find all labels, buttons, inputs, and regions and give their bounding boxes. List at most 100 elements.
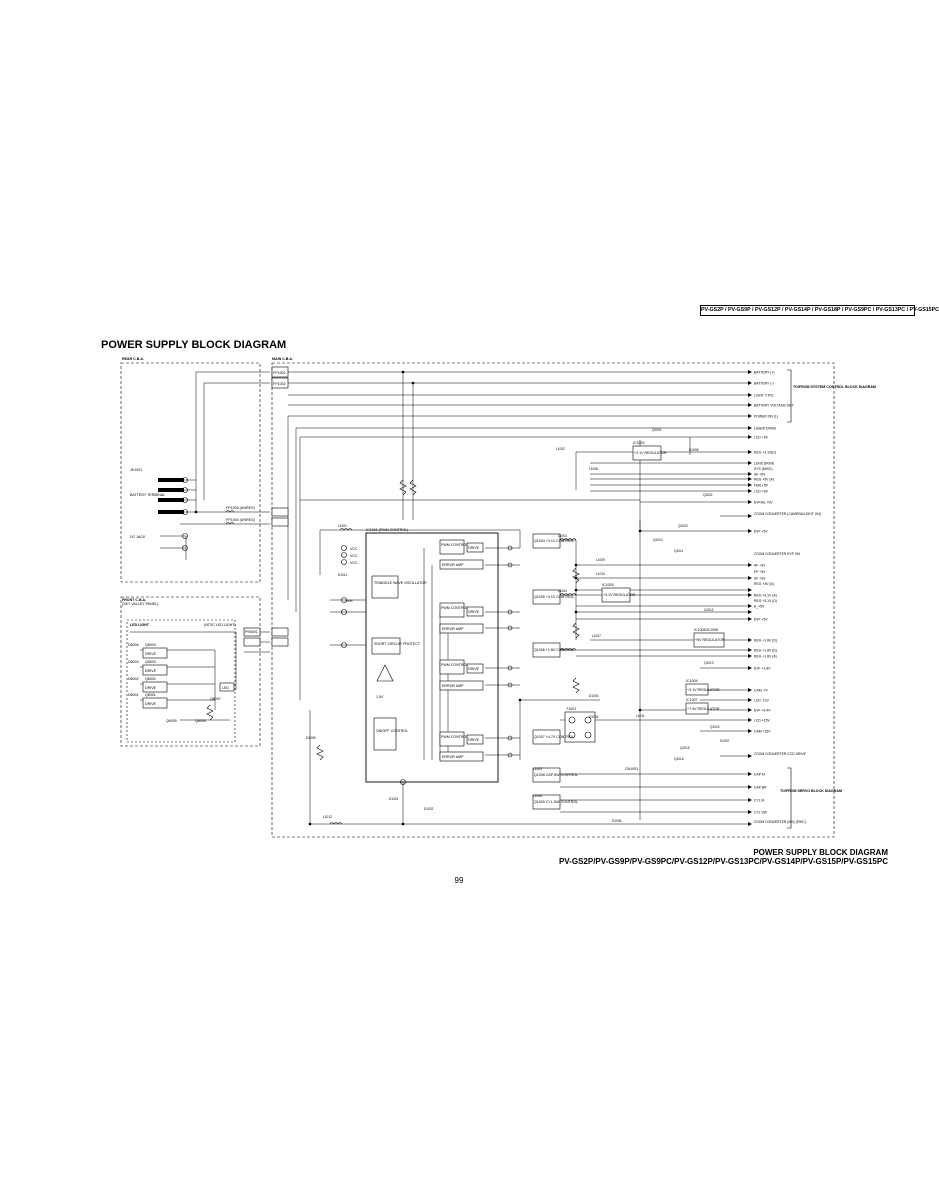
coil-l1008: L1008 xyxy=(589,467,598,471)
led-light-outline xyxy=(126,619,236,743)
out-top-13: LCD +5V xyxy=(754,490,769,494)
error-amp-4: ERROR AMP xyxy=(442,755,464,759)
vcc-1: VCC xyxy=(350,547,358,551)
front-board-label: FRONT C.B.A. xyxy=(122,598,146,602)
out-mid-7: A_+5V xyxy=(754,605,765,609)
out-bottom-0: CAP M xyxy=(754,773,765,777)
q-side-7: Q1013 xyxy=(704,661,714,665)
pwm-control-3: PWM CONTROL xyxy=(441,663,468,667)
fp1002-label: FP1002 xyxy=(273,382,286,386)
coil-l1012: L1012 xyxy=(323,815,332,819)
error-amp-3: ERROR AMP xyxy=(442,684,464,688)
reg1-label: +3.1V REGULATOR xyxy=(634,451,667,455)
led-d6003: D6003 xyxy=(128,660,139,664)
fuse2-label: FP1004 (UNREG) xyxy=(226,518,255,522)
out-top-14: EVF/BL +5V xyxy=(754,501,773,505)
cn1001-label: CN1001 xyxy=(625,767,638,771)
front-board-sublabel: (SKY VALLEY PANEL) xyxy=(122,602,158,606)
ps6001-label: PS6001 xyxy=(245,630,258,634)
out-bottom-1: CAP BR xyxy=(754,786,767,790)
q-ctrl-5: Q1008 CAP.SW CONTROL xyxy=(534,773,578,777)
reg5-label: +7.5V REGULATOR xyxy=(687,707,720,711)
led-d6004: D6004 xyxy=(128,643,139,647)
main-board-outline xyxy=(271,362,835,838)
pwm-control-2: PWM CONTROL xyxy=(441,606,468,610)
schematic-canvas: REAR C.B.A. MAIN C.B.A. FRONT C.B.A. (SK… xyxy=(120,357,876,838)
out-mid-14: LCD -12V xyxy=(754,699,770,703)
q-ctrl-2: Q1005 +3.1V CONTROL xyxy=(534,595,574,599)
fuse1-label: FP1003 (UNREG) xyxy=(226,506,255,510)
vcc-2: VCC xyxy=(350,554,358,558)
reg2-id: IC1003 xyxy=(602,583,614,587)
out-mid-4: REG +3V (D) xyxy=(754,582,774,586)
pwm-control-1: PWM CONTROL xyxy=(441,543,468,547)
out-mid-16: LCD +15V xyxy=(754,719,770,723)
footer-model-list: PV-GS2P/PV-GS9P/PV-GS9PC/PV-GS12P/PV-GS1… xyxy=(558,857,888,866)
diode-4: D1004 xyxy=(589,715,599,719)
coil-l1002: L1002 xyxy=(556,447,565,451)
out-mid-1: AF +3V xyxy=(754,564,766,568)
coil-l1004: L1004 xyxy=(558,589,567,593)
out-top-12: FMIL+5V xyxy=(754,484,769,488)
q-ctrl-6: Q1009 CYL.SW CONTROL xyxy=(534,800,578,804)
coil-l1001: L1001 xyxy=(338,524,347,528)
diode-1: D1001 xyxy=(389,797,399,801)
battery-terminal-label: BATTERY TERMINAL xyxy=(130,493,165,497)
footer-title: POWER SUPPLY BLOCK DIAGRAM xyxy=(753,848,888,857)
led-drive-2: DRIVE xyxy=(145,669,157,673)
fp1001-label: FP1001 xyxy=(273,371,286,375)
out-top-16: EVF +5V xyxy=(754,530,768,534)
vcc-3: VCC xyxy=(350,561,358,565)
rear-board-outline xyxy=(120,362,261,583)
jk1001-label: JK1001 xyxy=(130,468,142,472)
out-top-11: REG +5V (A) xyxy=(754,478,774,482)
q-side-4: Q1010 xyxy=(653,538,663,542)
out-top-8: LENS DRIVE xyxy=(754,462,775,466)
drive-2: DRIVE xyxy=(468,610,480,614)
onoff-control: ON/OFF CONTROL xyxy=(376,729,408,733)
system-control-block: TO/FROM SYSTEM CONTROL BLOCK DIAGRAM xyxy=(793,385,876,389)
coil-l1009: L1009 xyxy=(596,558,605,562)
vref-label: Vref xyxy=(346,599,352,603)
q-lower-2: Q6006 xyxy=(195,719,206,723)
diode-2: D1002 xyxy=(424,807,434,811)
ic1001-outline xyxy=(365,532,499,783)
led-drive-3: DRIVE xyxy=(145,686,157,690)
out-bottom-2: CYL M xyxy=(754,799,764,803)
reg5-id: IC1007 xyxy=(686,698,698,702)
main-board-label: MAIN C.B.A. xyxy=(272,357,293,361)
out-mid-8: EVF +5V xyxy=(754,618,768,622)
out-mid-15: EVF +9.4V xyxy=(754,709,771,713)
page-number: 99 xyxy=(454,876,464,885)
out-bottom-4: ZOOM CONVERTER (MS) (PWC) xyxy=(754,820,806,824)
q-side-3: Q1003 xyxy=(678,524,688,528)
led-d6002: D6002 xyxy=(128,677,139,681)
out-mid-3: SF +3V xyxy=(754,577,766,581)
coil-l1010: L1010 xyxy=(596,572,605,576)
coil-l1005: L1005 xyxy=(533,767,542,771)
triangle-oscillator: TRIANGLE WAVE OSCILLATOR xyxy=(374,581,427,585)
q-ctrl-1: Q1004 +3.1V CONTROL xyxy=(534,539,574,543)
reg1-id: IC1002 xyxy=(633,441,645,445)
q-ctrl-3: Q1006 +1.8V CONTROL xyxy=(534,648,574,652)
rear-board-label: REAR C.B.A. xyxy=(122,357,144,361)
model-list-header: PV-GS2P / PV-GS9P / PV-GS12P / PV-GS14P … xyxy=(700,305,939,316)
reg4-label: +5V REGULATOR xyxy=(695,638,725,642)
out-top-2: LIGHT CTRL xyxy=(754,394,774,398)
q-drive-1: Q6004 xyxy=(145,643,156,647)
coil-l1011: L1011 xyxy=(636,714,645,718)
out-top-3: BATTERY VOLTAGE DET xyxy=(754,404,793,408)
drive-1: DRIVE xyxy=(468,546,480,550)
diode-7: D1007 xyxy=(720,739,730,743)
page-title: POWER SUPPLY BLOCK DIAGRAM xyxy=(101,339,287,351)
q-drive-3: Q6002 xyxy=(145,677,156,681)
q-drive-2: Q6003 xyxy=(145,660,156,664)
out-top-7: REG +3.1V(D) xyxy=(754,451,776,455)
out-mid-5: REG +3.1V (A) xyxy=(754,594,777,598)
drive-3: DRIVE xyxy=(468,667,480,671)
reg2-label: +3.1V REGULATOR xyxy=(603,593,636,597)
q-lower-3: Q6007 xyxy=(210,697,221,701)
ref-voltage: 1.5V xyxy=(376,695,384,699)
out-top-4: POWER ON (L) xyxy=(754,415,778,419)
diode-6: D1006 xyxy=(612,819,622,823)
